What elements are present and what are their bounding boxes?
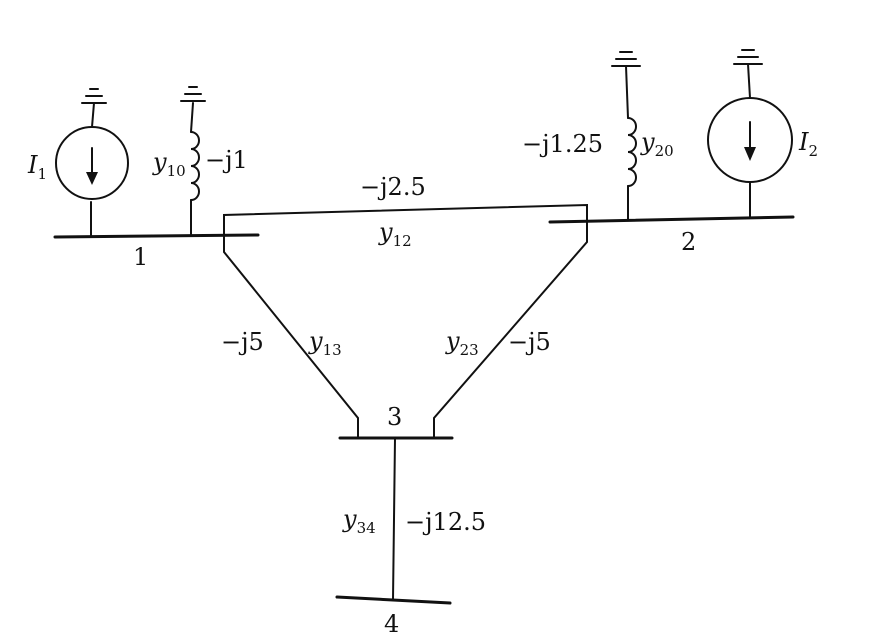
ground-icon	[180, 86, 206, 102]
ground-icon	[611, 51, 641, 67]
bus-label-1: 1	[133, 243, 148, 271]
ground-icon	[733, 49, 763, 65]
admittance-label-y20: y20	[640, 128, 674, 160]
admittance-label-y23: y23	[445, 327, 479, 359]
value-label-y12: −j2.5	[360, 173, 426, 201]
bus-label-4: 4	[384, 610, 399, 638]
bus-bar-2	[548, 215, 795, 224]
shunt-inductor-y20	[625, 65, 637, 221]
bus-bar-1	[53, 233, 260, 239]
admittance-label-y10: y10	[152, 148, 186, 180]
bus-label-2: 2	[681, 228, 696, 256]
line-y23	[433, 221, 588, 439]
value-label-y13: −j5	[221, 328, 264, 356]
bus-label-3: 3	[387, 403, 402, 431]
down-arrow-icon	[86, 172, 98, 185]
value-label-y20: −j1.25	[522, 130, 603, 158]
value-label-y10: −j1	[205, 146, 248, 174]
current-source-i2	[707, 63, 793, 219]
value-label-y23: −j5	[508, 328, 551, 356]
line-y13	[223, 234, 359, 439]
shunt-inductor-y10	[190, 102, 200, 236]
down-arrow-icon	[744, 147, 756, 161]
line-y34	[392, 437, 396, 601]
value-label-y34: −j12.5	[405, 508, 486, 536]
ground-icon	[81, 88, 107, 104]
source-label-i1: I1	[27, 151, 47, 183]
line-y12	[223, 203, 588, 236]
current-source-i1	[55, 102, 129, 237]
source-label-i2: I2	[798, 128, 818, 160]
admittance-label-y34: y34	[342, 505, 376, 537]
admittance-label-y12: y12	[378, 218, 412, 250]
admittance-label-y13: y13	[308, 327, 342, 359]
